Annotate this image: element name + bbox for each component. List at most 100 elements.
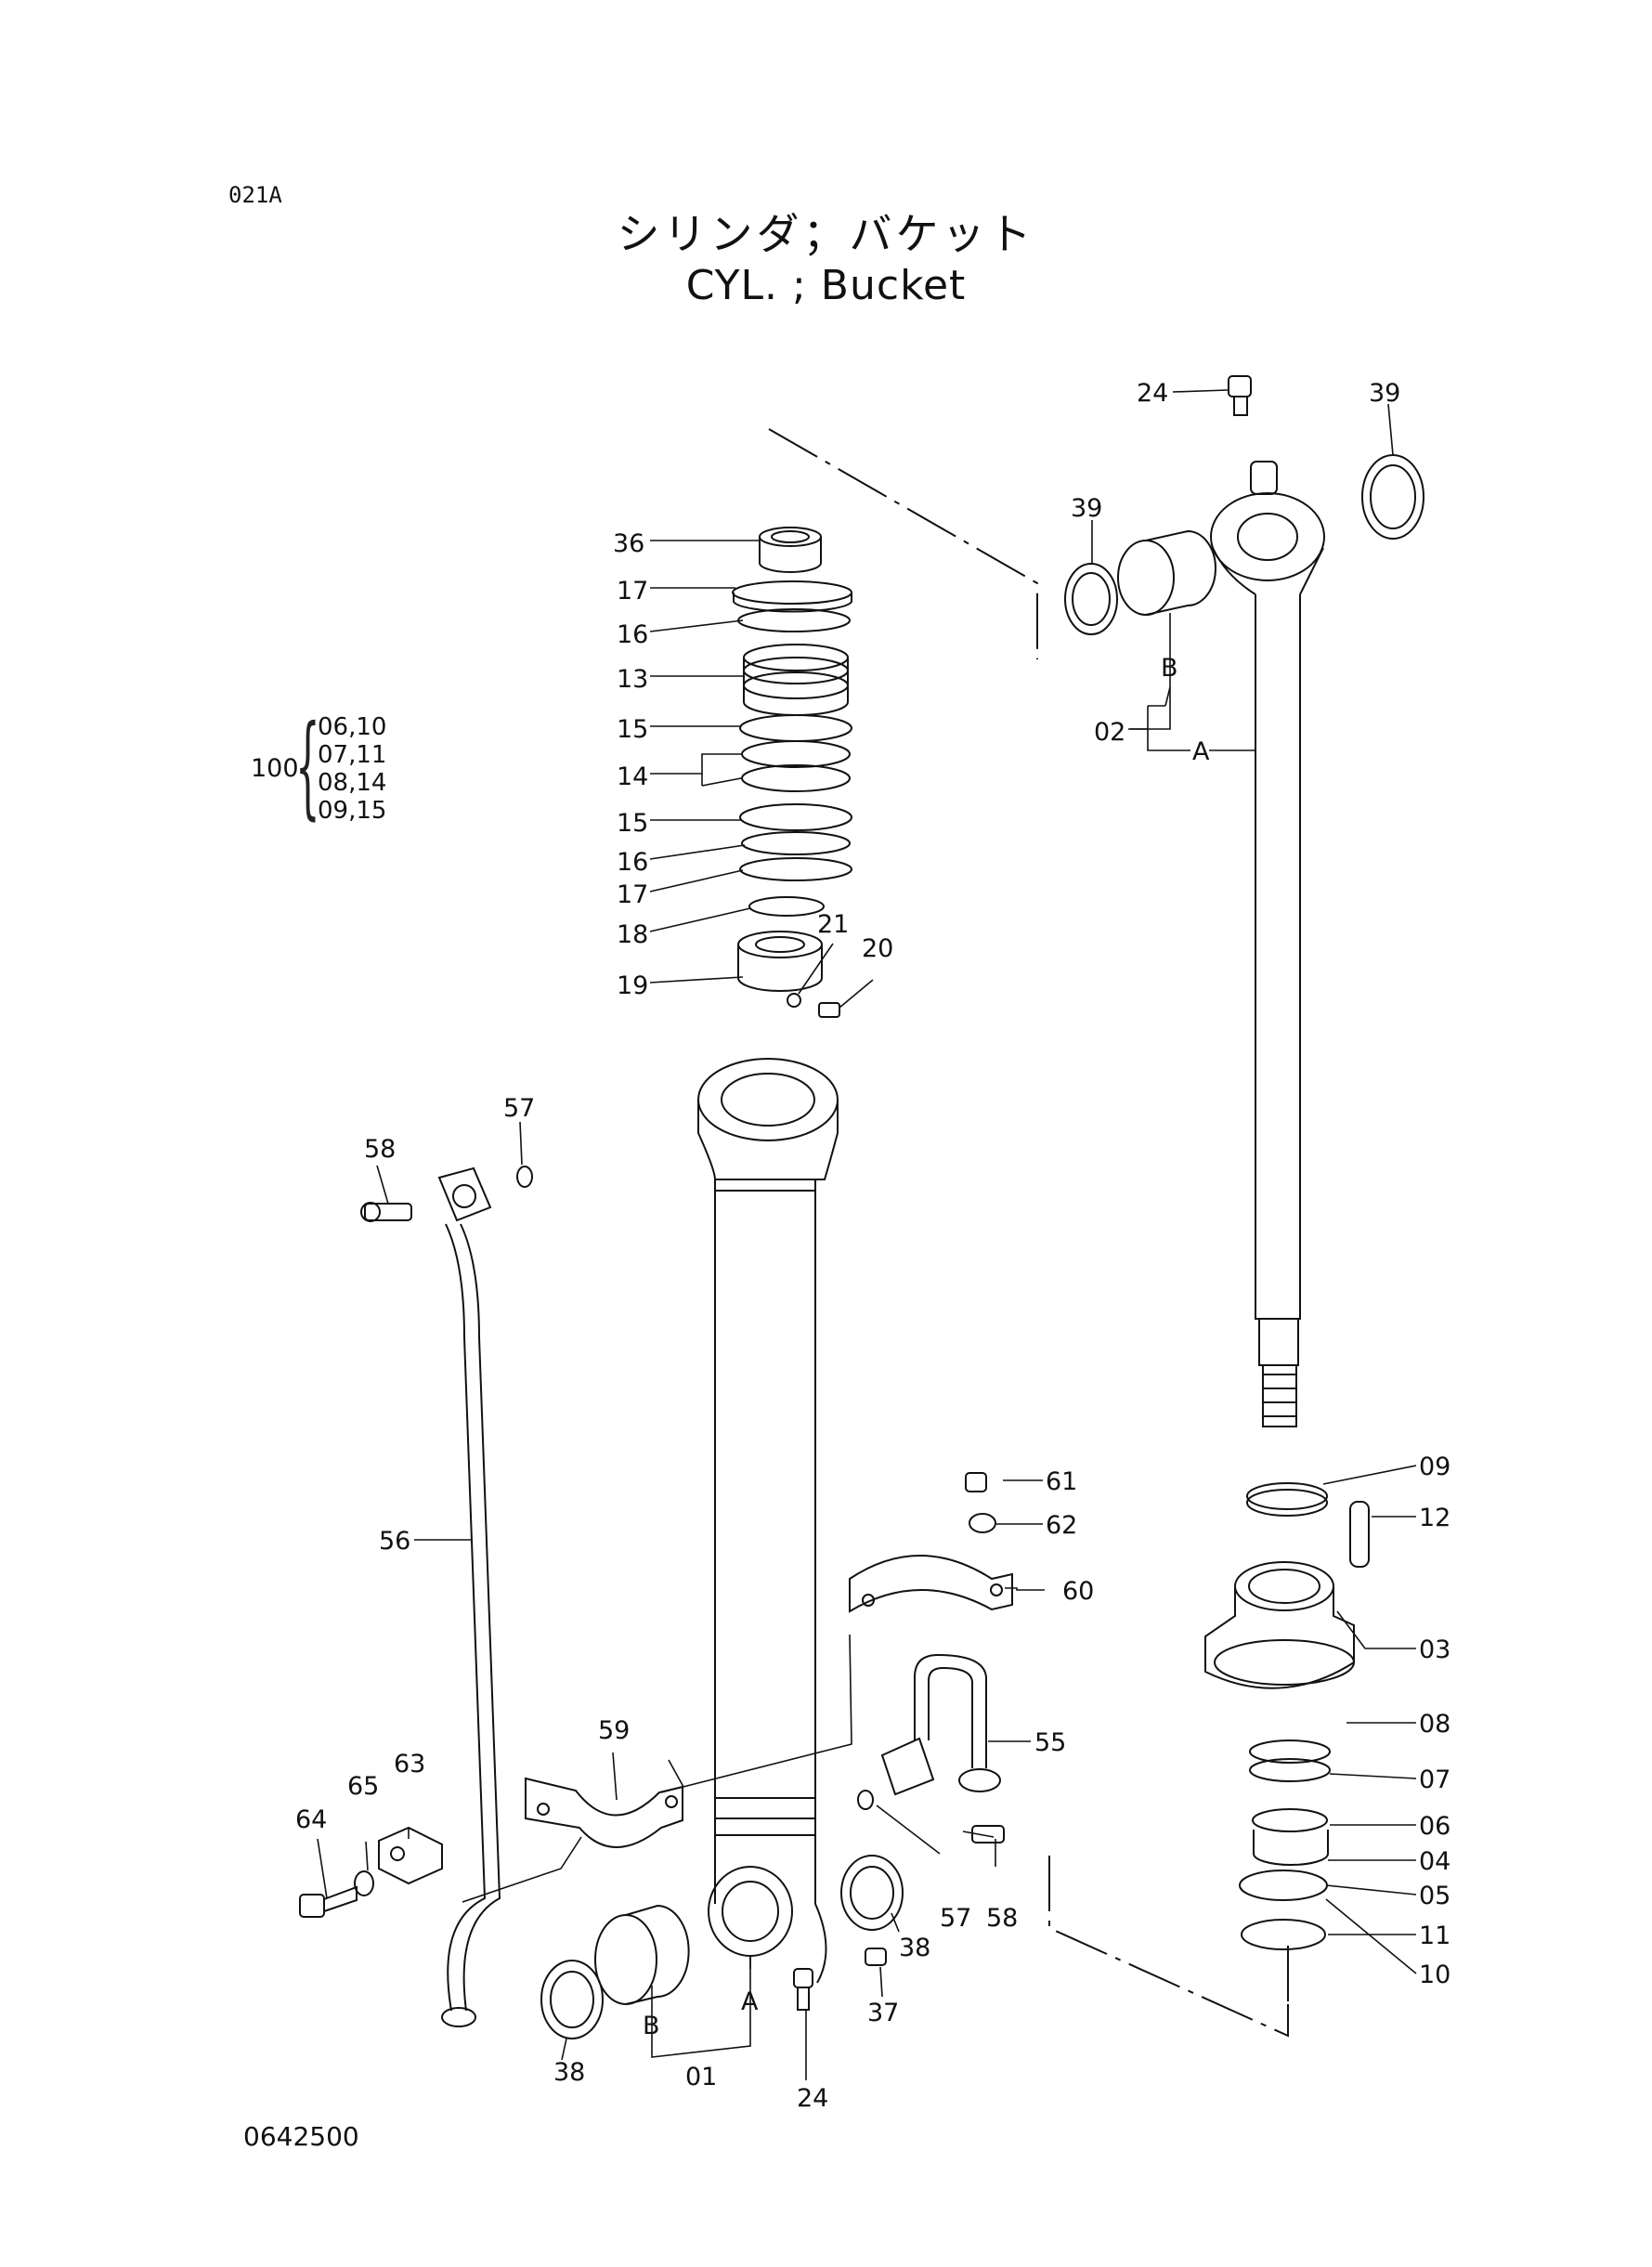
callout-24: 24 bbox=[1137, 379, 1168, 408]
alignment-lines bbox=[768, 428, 1289, 2038]
part-24-grease-nipple bbox=[1228, 375, 1252, 416]
part-58-bolt bbox=[360, 1202, 412, 1222]
part-09-ring bbox=[1246, 1482, 1328, 1510]
callout-b-rod: B bbox=[1161, 654, 1178, 683]
callout-a-tube: A bbox=[741, 1987, 759, 2016]
seal-kit-number: 100 bbox=[251, 754, 299, 783]
part-16-ring bbox=[737, 608, 851, 632]
piston-rod bbox=[1210, 461, 1325, 1427]
part-60-clamp bbox=[849, 1555, 1013, 1613]
callout-09: 09 bbox=[1419, 1453, 1450, 1481]
callout-06: 06 bbox=[1419, 1812, 1450, 1841]
callout-38: 38 bbox=[899, 1934, 930, 1962]
part-57-o-ring bbox=[516, 1166, 533, 1188]
callout-57: 57 bbox=[940, 1904, 971, 1933]
part-37-plug bbox=[865, 1948, 887, 1966]
part-18-ring bbox=[748, 896, 825, 917]
part-bushing-tube bbox=[594, 1904, 690, 2005]
callout-20: 20 bbox=[862, 934, 893, 963]
part-04-ring bbox=[1253, 1830, 1329, 1866]
part-36-bushing bbox=[759, 527, 822, 573]
part-15-ring bbox=[739, 803, 852, 831]
callout-11: 11 bbox=[1419, 1922, 1450, 1950]
callout-10: 10 bbox=[1419, 1961, 1450, 1989]
part-61-bolt bbox=[965, 1472, 987, 1492]
callout-02: 02 bbox=[1094, 718, 1125, 747]
part-24-grease-nipple bbox=[793, 1968, 813, 2011]
part-21-ball bbox=[787, 993, 801, 1008]
callout-62: 62 bbox=[1046, 1511, 1077, 1540]
part-bushing-rod bbox=[1117, 529, 1216, 616]
callout-a-rod: A bbox=[1192, 737, 1210, 766]
title-english: CYL. ; Bucket bbox=[685, 262, 967, 309]
callout-16: 16 bbox=[617, 620, 648, 649]
part-17-ring bbox=[732, 580, 852, 605]
callout-61: 61 bbox=[1046, 1467, 1077, 1496]
callout-18: 18 bbox=[617, 920, 648, 949]
part-57-o-ring bbox=[857, 1790, 874, 1810]
callout-64: 64 bbox=[295, 1805, 327, 1834]
seal-kit-item: 09,15 bbox=[318, 797, 387, 825]
cylinder-tube bbox=[697, 1058, 839, 1984]
callout-39: 39 bbox=[1071, 494, 1102, 523]
callout-b-tube: B bbox=[643, 2012, 660, 2040]
callout-24: 24 bbox=[797, 2084, 828, 2113]
part-63-clamp-block bbox=[378, 1826, 443, 1885]
callout-58: 58 bbox=[986, 1904, 1018, 1933]
part-38-dust-seal bbox=[540, 1855, 904, 2039]
part-08-ring bbox=[1249, 1739, 1331, 1764]
callout-19: 19 bbox=[617, 971, 648, 1000]
part-06-ring bbox=[1252, 1808, 1328, 1832]
callout-08: 08 bbox=[1419, 1710, 1450, 1739]
callout-65: 65 bbox=[347, 1772, 379, 1801]
seal-kit-list: 06,10 07,11 08,14 09,15 bbox=[318, 713, 386, 825]
part-12-bolt bbox=[1349, 1501, 1370, 1568]
seal-kit-item: 08,14 bbox=[318, 769, 387, 797]
leader-lines bbox=[317, 389, 1417, 2080]
part-14-ring bbox=[741, 740, 851, 768]
callout-39: 39 bbox=[1369, 379, 1400, 408]
callout-15: 15 bbox=[617, 809, 648, 838]
part-17-ring-edge bbox=[733, 593, 852, 613]
callout-21: 21 bbox=[817, 910, 849, 939]
part-65-washer bbox=[354, 1870, 374, 1896]
part-14-ring bbox=[741, 764, 851, 792]
page-code: 021A bbox=[228, 182, 282, 208]
part-03-rod-cover bbox=[1204, 1561, 1355, 1689]
part-15-ring bbox=[739, 714, 852, 742]
part-19-nut bbox=[737, 931, 823, 992]
seal-kit-item: 06,10 bbox=[318, 713, 387, 741]
document-code: 0642500 bbox=[243, 2121, 359, 2152]
callout-04: 04 bbox=[1419, 1847, 1450, 1876]
callout-17: 17 bbox=[617, 577, 648, 606]
part-07-ring bbox=[1249, 1758, 1331, 1782]
callout-63: 63 bbox=[394, 1750, 425, 1778]
seal-kit-item: 07,11 bbox=[318, 741, 387, 769]
callout-58: 58 bbox=[364, 1135, 396, 1164]
callout-13: 13 bbox=[617, 665, 648, 694]
callout-07: 07 bbox=[1419, 1765, 1450, 1794]
part-13-piston bbox=[743, 644, 849, 716]
callout-38: 38 bbox=[553, 2058, 585, 2087]
part-58-bolt bbox=[971, 1825, 1005, 1844]
callout-17: 17 bbox=[617, 880, 648, 909]
callout-16: 16 bbox=[617, 848, 648, 877]
part-55-pipe bbox=[880, 1653, 1001, 1796]
callout-12: 12 bbox=[1419, 1504, 1450, 1532]
callout-57: 57 bbox=[503, 1094, 535, 1123]
part-16-ring bbox=[741, 831, 851, 855]
piston-assembly bbox=[732, 527, 852, 1018]
callout-15: 15 bbox=[617, 715, 648, 744]
callout-37: 37 bbox=[867, 1999, 899, 2027]
callout-60: 60 bbox=[1062, 1577, 1094, 1606]
callout-01: 01 bbox=[685, 2063, 717, 2091]
part-64-bolt bbox=[299, 1885, 358, 1918]
callout-05: 05 bbox=[1419, 1882, 1450, 1910]
part-10-ring bbox=[1241, 1919, 1326, 1950]
callout-55: 55 bbox=[1034, 1728, 1066, 1757]
part-59-clamp bbox=[525, 1777, 683, 1848]
callout-56: 56 bbox=[379, 1527, 410, 1556]
callout-14: 14 bbox=[617, 762, 648, 791]
part-56-pipe bbox=[441, 1223, 501, 2027]
part-39-dust-seal bbox=[1064, 454, 1424, 635]
